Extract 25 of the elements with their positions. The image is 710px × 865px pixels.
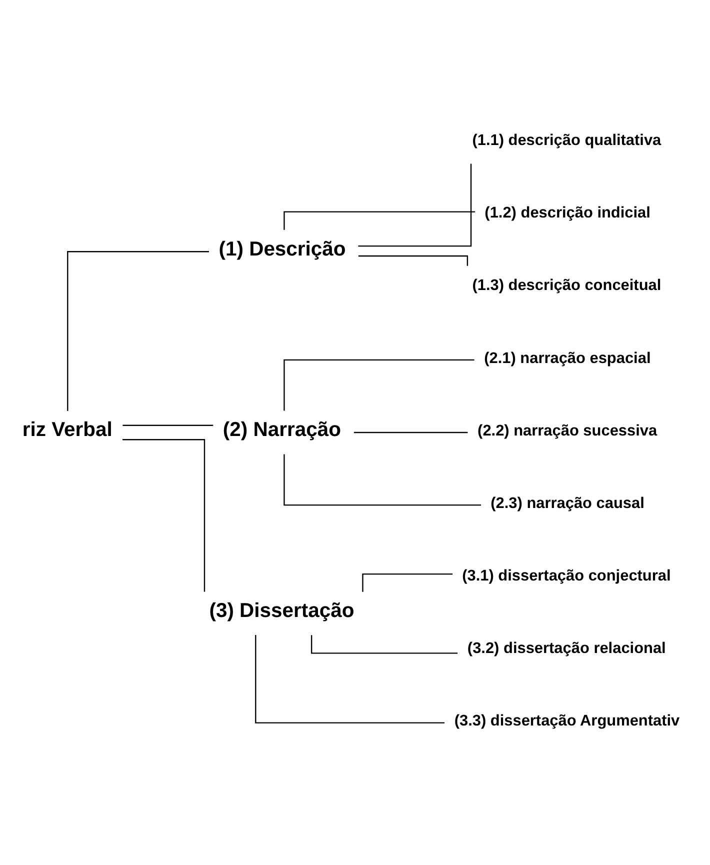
node-text: (3.3) dissertação Argumentativ xyxy=(454,712,680,730)
connector xyxy=(362,574,453,592)
node-text: (2.3) narração causal xyxy=(490,494,644,512)
node-text: (1) Descrição xyxy=(218,238,346,260)
node-text: (1.1) descrição qualitativa xyxy=(472,132,662,150)
connector xyxy=(284,359,474,411)
node-text: (3.2) dissertação relacional xyxy=(467,640,666,658)
node-text: (1.2) descrição indicial xyxy=(484,204,650,222)
connector xyxy=(284,211,476,230)
node-text: (3.1) dissertação conjectural xyxy=(462,568,671,585)
connector xyxy=(354,432,468,434)
node-text: (1.3) descrição conceitual xyxy=(472,277,662,294)
connector xyxy=(358,255,468,266)
connector xyxy=(67,251,209,412)
connector xyxy=(122,424,214,426)
node-text: (2) Narração xyxy=(222,419,341,442)
connector xyxy=(310,635,458,654)
connector xyxy=(284,454,482,506)
node-text: (3) Dissertação xyxy=(209,600,354,622)
connector xyxy=(358,164,472,247)
connector xyxy=(255,635,445,724)
node-text: (2.1) narração espacial xyxy=(484,350,651,367)
node-text: riz Verbal xyxy=(22,419,112,442)
node-text: (2.2) narração sucessiva xyxy=(478,422,658,440)
connector xyxy=(122,439,206,592)
